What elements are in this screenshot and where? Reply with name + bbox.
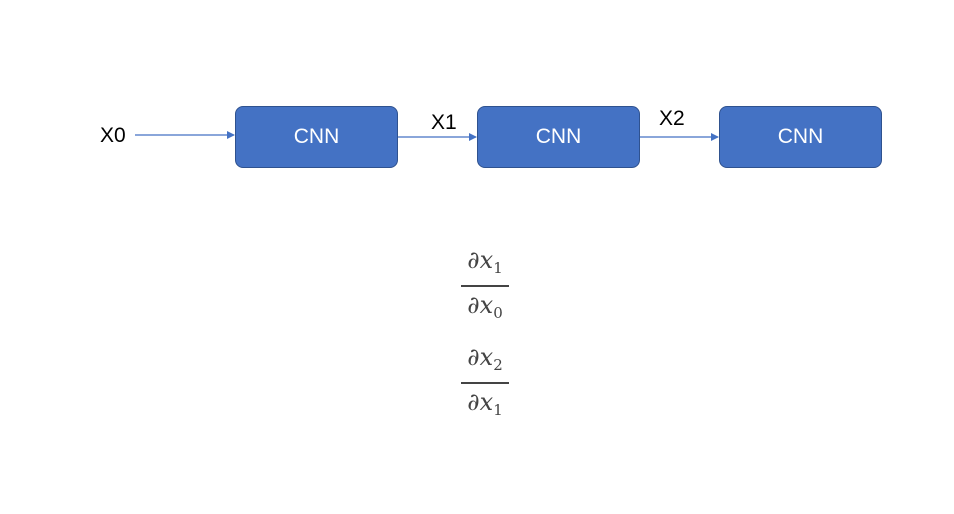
formula-dx1-dx0: ∂x1 ∂x0 <box>461 245 509 328</box>
cnn-block-2-label: CNN <box>535 125 582 148</box>
cnn-block-1-label: CNN <box>293 125 340 148</box>
edge-label-x2: X2 <box>659 107 685 130</box>
cnn-block-3: CNN <box>719 106 882 168</box>
formula-2-fraction-bar <box>461 382 509 384</box>
formula-dx2-dx1: ∂x2 ∂x1 <box>461 342 509 425</box>
formula-1-numerator: ∂x1 <box>467 246 503 277</box>
cnn-block-2: CNN <box>477 106 640 168</box>
input-label-x0: X0 <box>100 124 126 147</box>
cnn-block-3-label: CNN <box>777 125 824 148</box>
cnn-block-1: CNN <box>235 106 398 168</box>
formula-1-denominator: ∂x0 <box>467 290 503 322</box>
formula-2-denominator: ∂x1 <box>467 387 503 419</box>
formula-1-fraction-bar <box>461 285 509 287</box>
edge-label-x1: X1 <box>431 111 457 134</box>
formula-2-numerator: ∂x2 <box>467 343 503 374</box>
